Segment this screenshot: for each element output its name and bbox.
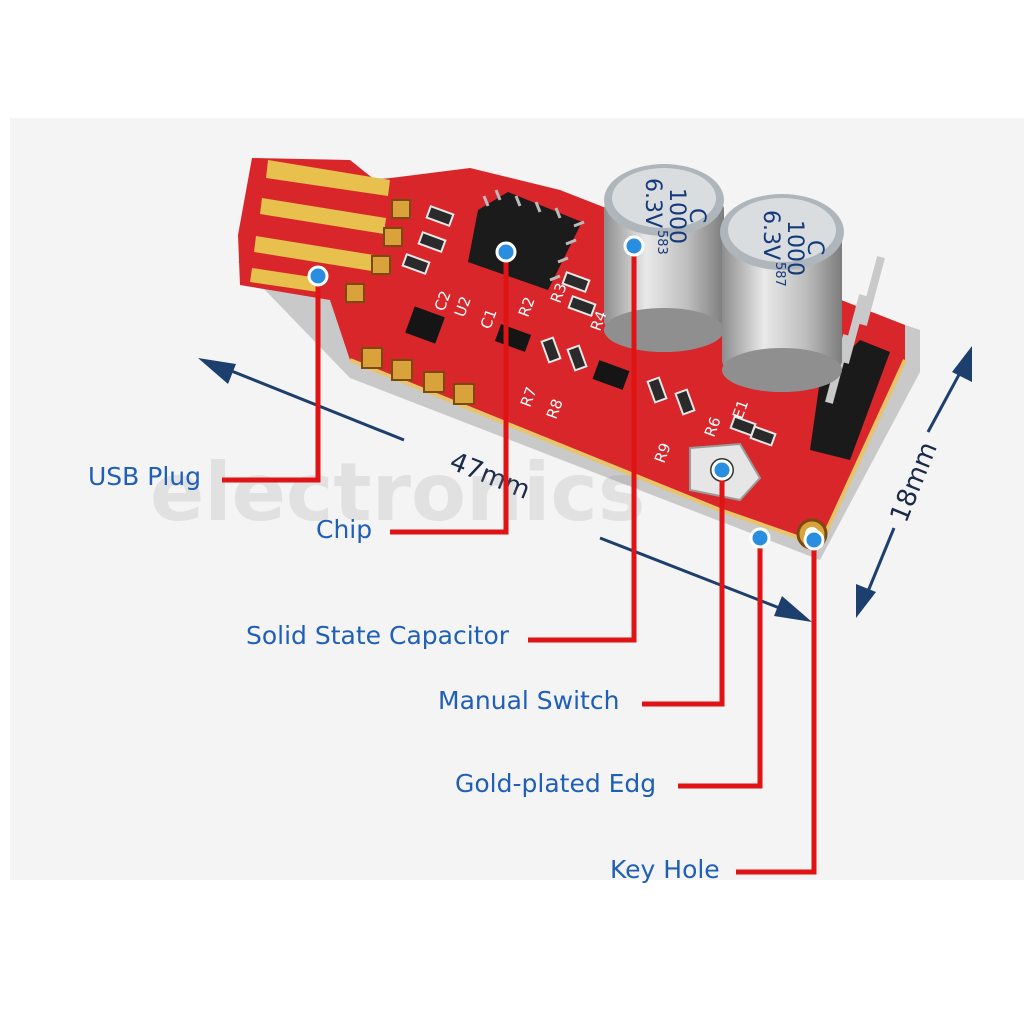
- dot-manual-switch: [711, 459, 733, 481]
- cap2-text-voltage: 6.3V: [758, 210, 783, 260]
- length-arrowhead-left: [198, 358, 236, 384]
- label-usb-plug: USB Plug: [88, 462, 202, 491]
- leader-chip: [390, 252, 509, 535]
- ref-u2: U2: [451, 294, 475, 319]
- cap1-text-c: C: [684, 208, 709, 223]
- ref-c1: C1: [477, 306, 501, 331]
- pcb-board: [238, 158, 920, 560]
- ref-r2: R2: [515, 294, 539, 319]
- label-solid-state-capacitor: Solid State Capacitor: [246, 621, 510, 650]
- width-arrowhead-top: [952, 346, 972, 382]
- leader-manual-switch: [642, 470, 725, 707]
- leader-lines: [222, 246, 817, 875]
- watermark: electronics: [150, 446, 645, 539]
- ref-e1: E1: [729, 397, 752, 421]
- callout-dots: [307, 235, 825, 551]
- cap2-text-c: C: [802, 240, 827, 255]
- gold-edge: [349, 358, 907, 548]
- length-arrowhead-right: [774, 596, 812, 622]
- dot-key-hole: [803, 529, 825, 551]
- label-manual-switch: Manual Switch: [438, 686, 620, 715]
- dot-usb-plug: [307, 265, 329, 287]
- header-pads: [345, 199, 475, 405]
- ref-r9: R9: [651, 440, 675, 465]
- width-arrowhead-bottom: [856, 584, 876, 618]
- leader-solid-state-capacitor: [528, 246, 637, 643]
- cap2-text-value: 1000: [782, 220, 807, 276]
- usb-contacts: [250, 160, 390, 292]
- ref-c2: C2: [431, 288, 455, 313]
- ref-r3: R3: [547, 280, 571, 305]
- ref-r8: R8: [543, 396, 567, 421]
- ic-chip: [468, 189, 585, 290]
- label-chip: Chip: [316, 515, 373, 544]
- ref-r6: R6: [701, 414, 725, 439]
- dot-chip: [495, 241, 517, 263]
- length-line-left: [213, 362, 405, 442]
- cap1-text-voltage: 6.3V: [640, 178, 665, 228]
- label-key-hole: Key Hole: [610, 855, 720, 884]
- cap1-text-value: 1000: [664, 188, 689, 244]
- label-gold-plated-edge: Gold-plated Edg: [455, 769, 657, 798]
- dot-gold-plated-edge: [749, 527, 771, 549]
- ref-r7: R7: [517, 384, 541, 409]
- capacitor-2: [720, 194, 844, 392]
- leader-usb-plug: [222, 276, 321, 483]
- leader-key-hole: [736, 540, 817, 875]
- cap1-text-code: 583: [654, 230, 669, 255]
- capacitor-markings: C 1000 6.3V 583 C 1000 6.3V 587: [640, 178, 827, 287]
- cap2-text-code: 587: [772, 262, 787, 287]
- leader-gold-plated-edge: [678, 538, 763, 789]
- ref-r4: R4: [587, 308, 611, 333]
- smd-components: [401, 204, 777, 447]
- dot-solid-state-capacitor: [623, 235, 645, 257]
- ref-designators: R2 R3 R4 R6 R7 R8 R9 U2 C1 C2 E1: [431, 280, 752, 465]
